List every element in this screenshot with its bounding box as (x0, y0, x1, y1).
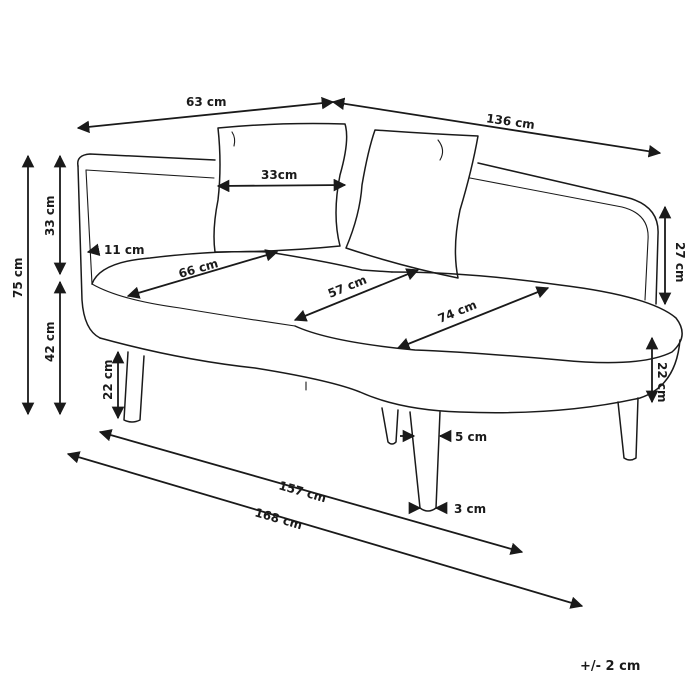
dim-line-arm-thickness (86, 243, 101, 256)
label-leg-bottom-diameter: 3 cm (454, 502, 486, 516)
dim-line-depth-top (76, 96, 335, 134)
backrest-right-inner-edge (469, 177, 649, 301)
backrest-top-edge (77, 153, 216, 167)
sofa-outline (77, 122, 683, 512)
dim-line-seat-depth-mid (293, 268, 420, 322)
label-arm-height-right: 27 cm (673, 242, 687, 283)
seat-right-top (294, 271, 683, 364)
label-width-top: 136 cm (485, 111, 535, 132)
left-arm-outer (77, 165, 101, 339)
label-leg-height-right: 22 cm (655, 362, 669, 403)
pillow-left (213, 122, 348, 253)
leg-front-middle (409, 411, 441, 512)
tolerance-note: +/- 2 cm (580, 659, 640, 674)
label-leg-top-diameter: 5 cm (455, 430, 487, 444)
dim-line-seat-depth-left (126, 249, 279, 299)
backrest-right-top-edge (477, 162, 659, 305)
dim-line-width-top (331, 97, 662, 158)
left-arm-inner (85, 169, 93, 285)
leg-front-right (617, 397, 639, 461)
label-length-total: 168 cm (253, 505, 304, 532)
dim-line-pillow-width (216, 178, 347, 193)
label-seat-depth-mid: 57 cm (326, 273, 369, 301)
seat-front-edge (99, 337, 681, 414)
dimension-labels: 63 cm 136 cm 75 cm 33 cm 42 cm 11 cm 33c… (11, 95, 687, 674)
label-arm-thickness: 11 cm (104, 243, 145, 257)
leg-back-middle (381, 407, 399, 445)
label-pillow-width: 33cm (261, 168, 297, 182)
label-length-inner: 157 cm (277, 478, 328, 505)
label-back-height: 33 cm (43, 196, 57, 237)
label-seat-depth-right: 74 cm (436, 298, 479, 326)
dimension-lines (21, 96, 672, 609)
pillow-right (345, 129, 479, 279)
pillow-right-crease (437, 139, 444, 161)
label-depth-top: 63 cm (186, 95, 227, 109)
leg-front-left (123, 351, 145, 423)
dim-line-seat-depth-right (396, 286, 550, 350)
label-seat-depth-left: 66 cm (177, 256, 220, 281)
label-leg-height-left: 22 cm (101, 360, 115, 401)
backrest-inner-edge (85, 169, 215, 179)
seat-front-inner-curve (91, 283, 296, 327)
label-total-height: 75 cm (11, 258, 25, 299)
label-seat-height: 42 cm (43, 322, 57, 363)
pillow-left-crease (231, 131, 236, 147)
dim-line-length-total (66, 451, 584, 609)
